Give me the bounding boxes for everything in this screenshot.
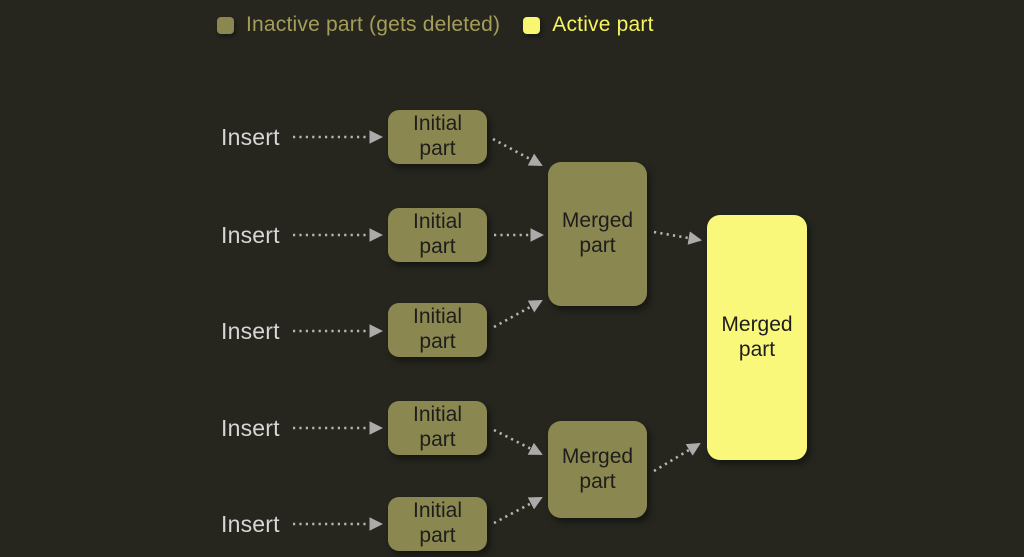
inactive-part-swatch [217,16,234,34]
arrow-merged-top-to-active [653,230,702,245]
arrow-initial5-to-merged-bottom [493,496,543,525]
legend-item-active: Active part [523,13,653,37]
merged-part-box-active: Merged part [707,215,807,460]
arrow-initial3-to-merged-top [493,299,543,329]
initial-part-box-1: Initial part [388,110,487,164]
initial-part-box-2: Initial part [388,208,487,262]
insert-label-3: Insert [221,318,280,344]
active-part-swatch [523,16,541,34]
insert-label-2: Insert [221,222,280,248]
legend-label-inactive: Inactive part (gets deleted) [246,13,501,36]
legend-label-active: Active part [552,13,654,36]
initial-part-box-4: Initial part [388,401,487,455]
insert-label-4: Insert [221,415,280,441]
arrow-merged-bottom-to-active [653,442,701,473]
initial-part-box-5: Initial part [388,497,487,551]
insert-label-5: Insert [221,511,280,537]
arrow-initial1-to-merged-top [492,137,543,167]
legend: Inactive part (gets deleted) Active part [217,10,654,40]
merged-part-box-bottom: Merged part [548,421,647,518]
legend-item-inactive: Inactive part (gets deleted) [217,13,500,37]
insert-label-1: Insert [221,124,280,150]
merged-part-box-top: Merged part [548,162,647,306]
initial-part-box-3: Initial part [388,303,487,357]
arrow-initial4-to-merged-bottom [493,428,543,456]
